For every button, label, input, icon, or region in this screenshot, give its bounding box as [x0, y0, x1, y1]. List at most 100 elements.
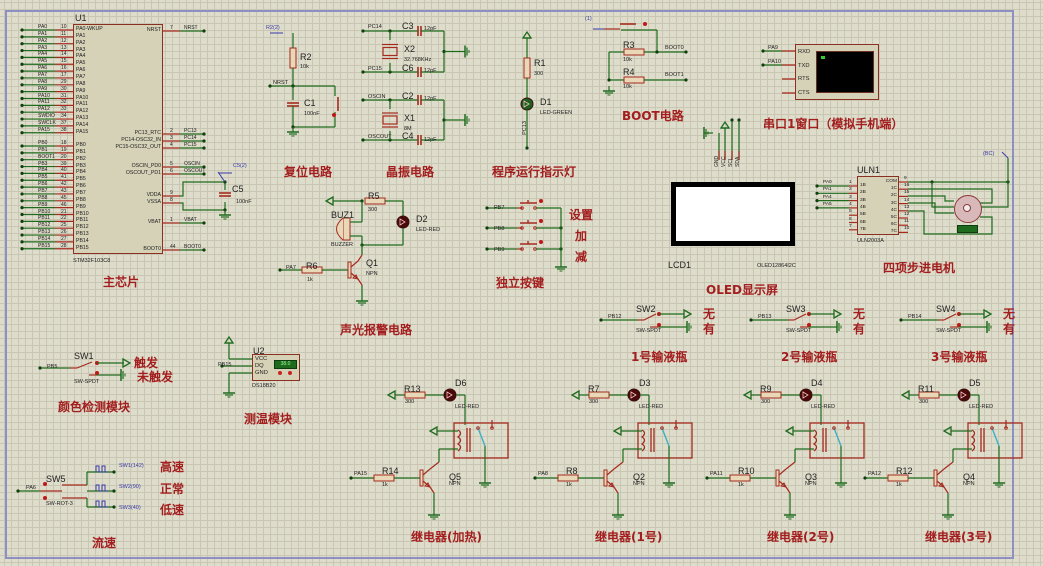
u1-net-28: PB12 — [38, 222, 51, 229]
u1-rnet-0: NRST — [184, 25, 198, 31]
bottle-switch-ref-2: SW3 — [786, 304, 806, 314]
u1-net-8: PA8 — [38, 78, 48, 85]
led-arrow-icon — [399, 218, 406, 226]
stepper-motor[interactable] — [954, 195, 982, 223]
temp-down-button[interactable] — [278, 371, 282, 375]
relay-contact-icon — [991, 427, 1000, 447]
net-terminal — [749, 318, 753, 322]
net-terminal — [20, 28, 24, 32]
oled-display[interactable] — [671, 182, 795, 246]
uln-in-num-6: 7 — [849, 223, 852, 229]
transistor-collector — [936, 468, 945, 476]
relay-coil-icon — [456, 429, 462, 452]
r1-value: 300 — [534, 71, 544, 77]
net-terminal — [20, 158, 24, 162]
relay-box — [809, 422, 865, 459]
relay-power-icon — [900, 389, 910, 401]
ds18b20[interactable]: 38.0 — [252, 354, 300, 381]
u1-net-18: BOOT1 — [38, 153, 55, 160]
net-terminal — [361, 29, 365, 33]
color-on-label: 触发 — [134, 356, 159, 370]
net-terminal — [112, 470, 116, 474]
bottle-state-full-3: 有 — [1003, 322, 1016, 336]
wire — [785, 486, 791, 494]
u1-net-31: PB15 — [38, 242, 51, 249]
relay-base-resistor-ref-3: R10 — [738, 466, 755, 476]
relay-transistor-ref-3: Q3 — [805, 472, 818, 482]
uln2003-chip[interactable] — [857, 176, 899, 235]
u1-pin-name-8: PA8 — [76, 80, 86, 87]
u1-chip[interactable] — [73, 24, 163, 254]
q1-ref: Q1 — [366, 258, 379, 268]
u1-pin-name-5: PA5 — [76, 60, 86, 67]
r1-ref: R1 — [534, 58, 546, 68]
sw5-ref: SW5 — [46, 474, 66, 484]
relay-led-resistor-value-3: 300 — [761, 399, 771, 405]
u1-net-2: PA2 — [38, 37, 48, 44]
u1-pin-name-2: PA2 — [76, 39, 86, 46]
net-terminal — [737, 118, 741, 122]
temp-up-button[interactable] — [288, 371, 292, 375]
u1-pin-num-11: 32 — [61, 99, 67, 106]
relay-transistor-value-3: NPN — [805, 481, 817, 487]
relay-transistor-value-2: NPN — [633, 481, 645, 487]
wire — [613, 486, 619, 494]
u1-pin-name-23: PB7 — [76, 189, 86, 196]
relay-led-value-1: LED-RED — [455, 404, 480, 410]
color-off-label: 未触发 — [137, 370, 174, 384]
c2-ref: C2 — [402, 91, 414, 101]
net-terminal — [20, 42, 24, 46]
uln-net-3: PA5 — [823, 201, 832, 207]
d2-ref: D2 — [416, 214, 428, 224]
relay-coil-icon — [812, 429, 818, 452]
net-terminal — [20, 178, 24, 182]
relay-transistor-value-1: NPN — [449, 481, 461, 487]
wire — [785, 461, 796, 470]
temp-readout: 38.0 — [274, 360, 297, 369]
net-terminal — [761, 49, 765, 53]
u1-pin-num-30: 27 — [61, 235, 67, 242]
uln-net-0: PA0 — [823, 180, 832, 185]
signal-generator-icon — [95, 484, 108, 492]
net-terminal — [202, 146, 206, 150]
relay-transistor-ref-4: Q4 — [963, 472, 976, 482]
uln-in-name-4: 5B — [860, 212, 866, 218]
buzzer-icon — [342, 217, 351, 241]
relay-led-resistor-value-4: 300 — [919, 399, 929, 405]
oled-power-icon — [719, 120, 731, 129]
u1-pin-name-7: PA7 — [76, 73, 86, 80]
virtual-terminal[interactable] — [795, 44, 879, 100]
c3-ref: C3 — [402, 21, 414, 31]
u1-net-27: PB11 — [38, 215, 50, 222]
wire — [180, 202, 226, 211]
uart-net-txd: PA10 — [768, 59, 782, 65]
net-terminal — [112, 505, 116, 509]
c3-value: 12pF — [424, 26, 437, 32]
u1-net-11: PA11 — [38, 99, 50, 106]
u2-pin-gnd: GND — [255, 370, 268, 376]
temp-power-icon — [223, 335, 235, 344]
u1-rnet-2: PC14 — [184, 135, 197, 141]
oled-pin-vcc: VCC — [721, 156, 727, 167]
u1-pin-num-23: 43 — [61, 187, 67, 194]
u1-net-3: PA3 — [38, 44, 48, 51]
u1-net-20: PB4 — [38, 167, 48, 174]
x1-net-a: OSCIN — [368, 94, 386, 100]
net-terminal — [20, 206, 24, 210]
stepper-label: 四项步进电机 — [883, 261, 956, 275]
u1-net-29: PB13 — [38, 229, 51, 236]
u1-pin-name-12: PA12 — [76, 108, 89, 115]
uln-out-num-2: 15 — [904, 190, 910, 196]
u2-pin-dq: DQ — [255, 363, 264, 369]
net-terminal — [38, 366, 42, 370]
u1-rpin-name-9: BOOT0 — [143, 246, 161, 252]
uln-out-num-4: 13 — [904, 204, 910, 210]
u1-rpin-name-6: VDDA — [146, 192, 161, 198]
reset-label: 复位电路 — [284, 165, 333, 179]
net-terminal — [20, 83, 24, 87]
u1-net-21: PB5 — [38, 174, 48, 181]
uln-in-num-2: 3 — [849, 194, 852, 200]
net-terminal — [20, 226, 24, 230]
u1-rnet-1: PC13 — [184, 128, 197, 134]
boot1-net: BOOT1 — [665, 72, 684, 78]
